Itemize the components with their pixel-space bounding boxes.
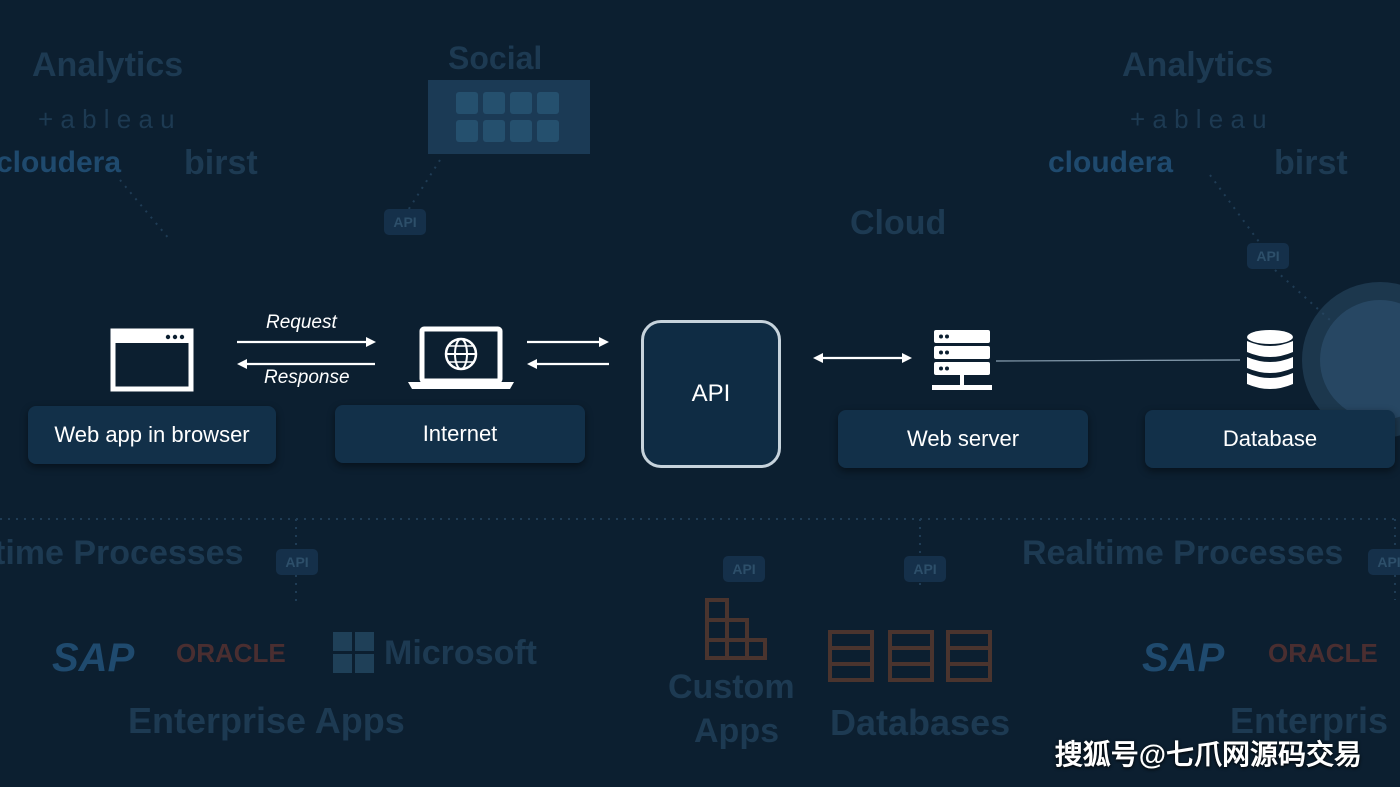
bg-processes-left: time Processes bbox=[0, 534, 244, 572]
internet-label-box: Internet bbox=[335, 405, 585, 463]
api-label: API bbox=[691, 380, 731, 407]
bg-analytics-right: Analytics bbox=[1122, 46, 1274, 84]
bg-sap-left: SAP bbox=[52, 636, 135, 680]
api-box: API bbox=[641, 320, 781, 468]
browser-window-icon bbox=[110, 328, 194, 392]
bg-tableau-right: + a b l e a u bbox=[1130, 104, 1267, 134]
database-label: Database bbox=[1222, 426, 1318, 451]
browser-label: Web app in browser bbox=[54, 422, 250, 447]
api-chip: API bbox=[384, 209, 426, 235]
internet-label: Internet bbox=[422, 421, 498, 446]
request-label: Request bbox=[266, 312, 337, 333]
bg-enterprise-right: Enterpris bbox=[1230, 700, 1389, 741]
bg-analytics-left: Analytics bbox=[32, 46, 184, 84]
bg-microsoft: Microsoft bbox=[384, 634, 537, 672]
bg-birst-left: birst bbox=[184, 144, 258, 182]
bg-birst-right: birst bbox=[1274, 144, 1348, 182]
databases-rack-icon bbox=[828, 630, 992, 682]
custom-apps-icon bbox=[705, 598, 767, 660]
watermark: 搜狐号@七爪网源码交易 bbox=[1054, 739, 1362, 770]
web-server-label: Web server bbox=[906, 426, 1020, 451]
bg-custom-apps-2: Apps bbox=[694, 712, 779, 750]
bg-sap-right: SAP bbox=[1142, 636, 1225, 680]
bg-oracle-right: ORACLE bbox=[1268, 638, 1378, 668]
bg-cloudera-left: cloudera bbox=[0, 146, 122, 179]
bg-enterprise-left: Enterprise Apps bbox=[128, 700, 405, 741]
api-chip: API bbox=[276, 549, 318, 575]
microsoft-logo bbox=[333, 632, 374, 673]
laptop-globe-icon bbox=[408, 326, 514, 389]
browser-label-box: Web app in browser bbox=[28, 406, 276, 464]
bg-cloudera-right: cloudera bbox=[1048, 146, 1174, 179]
database-label-box: Database bbox=[1145, 410, 1395, 468]
server-rack-icon bbox=[932, 330, 992, 390]
api-chip: API bbox=[1247, 243, 1289, 269]
bg-custom-apps-1: Custom bbox=[668, 668, 795, 706]
bg-social: Social bbox=[448, 40, 543, 76]
response-label: Response bbox=[264, 367, 350, 388]
bg-cloud: Cloud bbox=[850, 204, 947, 242]
api-chip: API bbox=[1368, 549, 1400, 575]
bg-processes-right: Realtime Processes bbox=[1022, 534, 1344, 572]
database-cylinder-icon bbox=[1247, 330, 1293, 389]
web-server-label-box: Web server bbox=[838, 410, 1088, 468]
bg-databases: Databases bbox=[830, 702, 1011, 743]
bg-oracle-left: ORACLE bbox=[176, 638, 286, 668]
social-icons-panel bbox=[428, 80, 590, 154]
api-chip: API bbox=[723, 556, 765, 582]
api-chip: API bbox=[904, 556, 946, 582]
bg-tableau-left: + a b l e a u bbox=[38, 104, 175, 134]
